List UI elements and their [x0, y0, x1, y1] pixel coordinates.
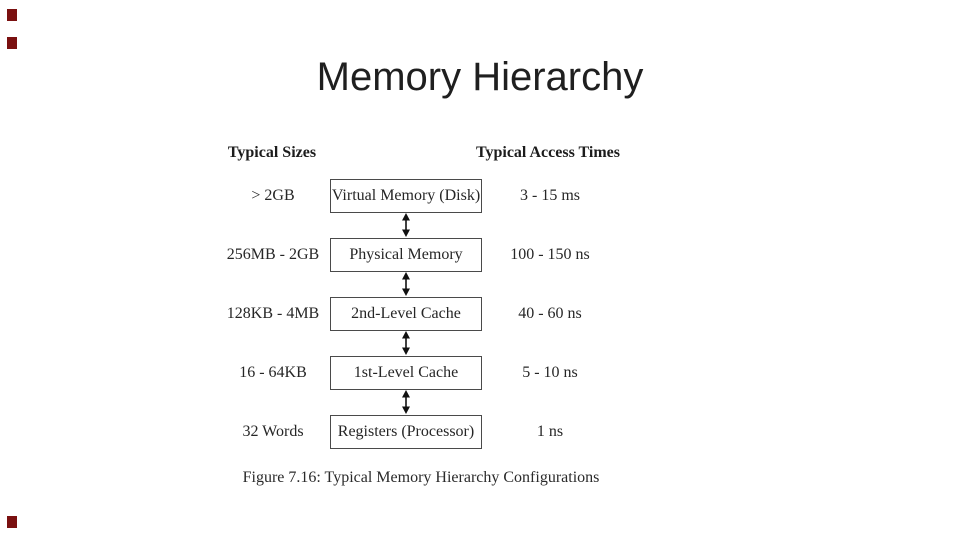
size-label: 128KB - 4MB — [226, 305, 320, 322]
up-down-arrow-icon — [402, 390, 410, 414]
accent-square-top-2 — [7, 37, 17, 49]
access-time-label: 1 ns — [536, 423, 564, 440]
accent-square-top-1 — [7, 9, 17, 21]
memory-box-registers: Registers (Processor) — [330, 415, 482, 449]
access-time-label: 5 - 10 ns — [522, 364, 578, 381]
access-time-label: 3 - 15 ms — [520, 187, 580, 204]
up-down-arrow-icon — [402, 331, 410, 355]
typical-sizes-header: Typical Sizes — [227, 144, 317, 161]
access-time-label: 100 - 150 ns — [510, 246, 590, 263]
size-label: > 2GB — [251, 187, 295, 204]
memory-box-virtual-memory: Virtual Memory (Disk) — [330, 179, 482, 213]
memory-level-label: 2nd-Level Cache — [351, 305, 461, 322]
memory-level-label: Registers (Processor) — [337, 423, 475, 440]
access-time-label: 40 - 60 ns — [518, 305, 582, 322]
memory-box-2nd-level-cache: 2nd-Level Cache — [330, 297, 482, 331]
memory-box-1st-level-cache: 1st-Level Cache — [330, 356, 482, 390]
memory-level-label: Physical Memory — [349, 246, 463, 263]
size-label: 16 - 64KB — [239, 364, 307, 381]
accent-square-bottom — [7, 516, 17, 528]
memory-box-physical-memory: Physical Memory — [330, 238, 482, 272]
size-label: 32 Words — [242, 423, 304, 440]
up-down-arrow-icon — [402, 213, 410, 237]
typical-access-times-header: Typical Access Times — [476, 144, 620, 161]
memory-level-label: 1st-Level Cache — [353, 364, 459, 381]
figure-caption: Figure 7.16: Typical Memory Hierarchy Co… — [242, 469, 600, 486]
memory-level-label: Virtual Memory (Disk) — [331, 187, 481, 204]
slide-title: Memory Hierarchy — [316, 55, 644, 99]
size-label: 256MB - 2GB — [226, 246, 320, 263]
up-down-arrow-icon — [402, 272, 410, 296]
